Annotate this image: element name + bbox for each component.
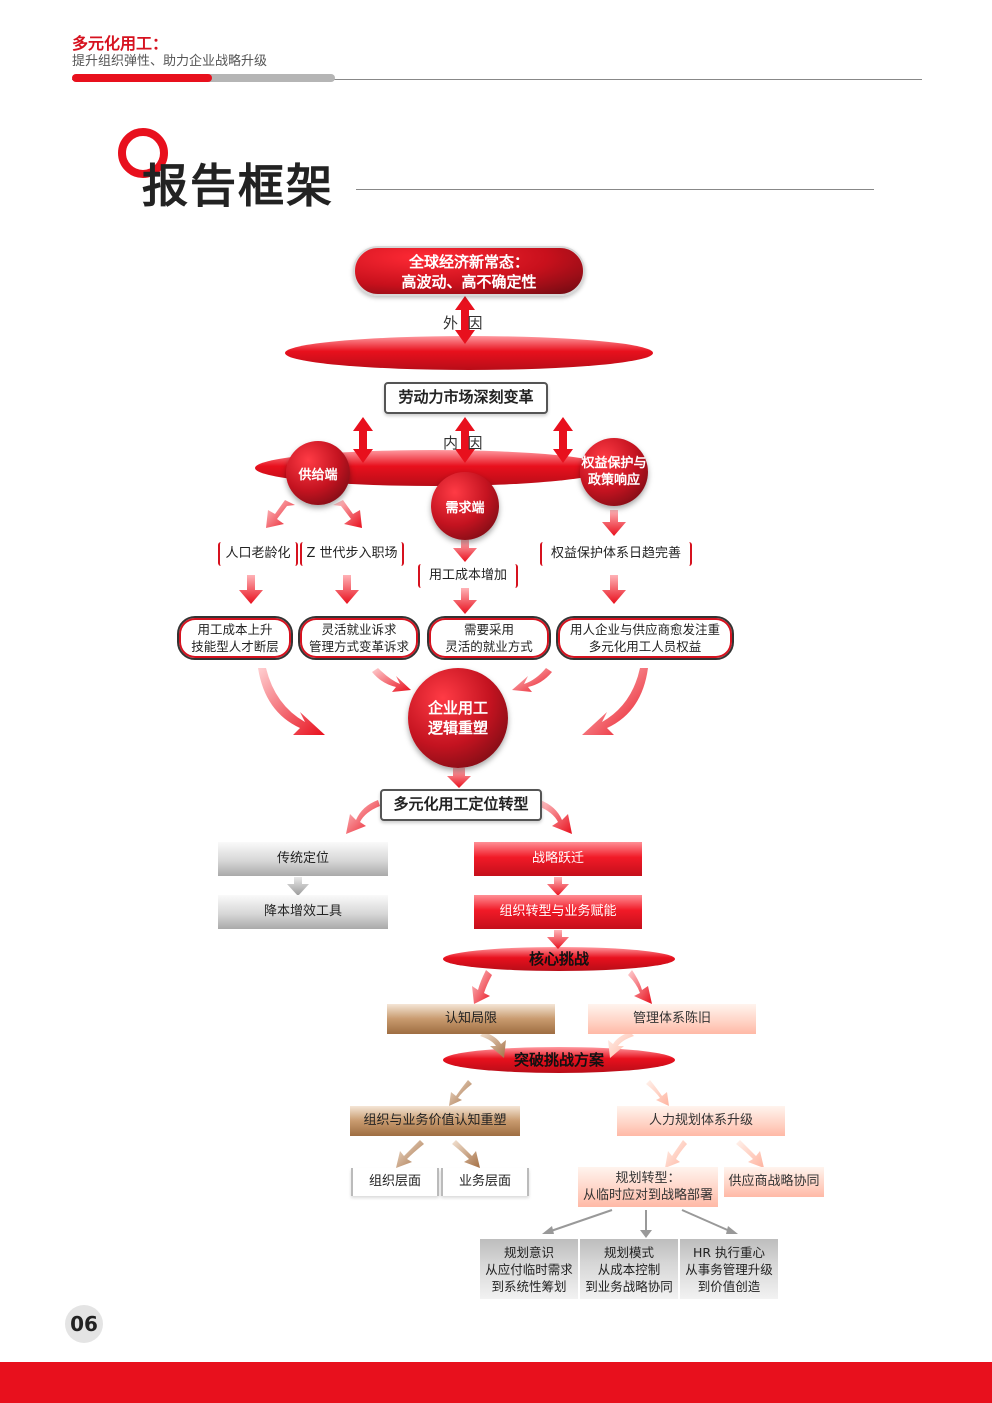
logic-reshape-circle: 企业用工 逻辑重塑 [408, 668, 508, 768]
plan-mode-line-3: 到业务战略协同 [585, 1278, 673, 1294]
hr-focus-line-2: 从事务管理升级 [685, 1261, 773, 1277]
positioning-box: 多元化用工定位转型 [380, 789, 542, 821]
outdated-system-box: 管理体系陈旧 [588, 1004, 756, 1034]
external-factor-label: 外 因 [443, 314, 483, 332]
plan-awareness-box: 规划意识 从应付临时需求 到系统性筹划 [480, 1239, 578, 1299]
supply-side-circle: 供给端 [286, 441, 350, 505]
solution-band [443, 1047, 675, 1073]
rights-policy-line-2: 政策响应 [587, 473, 640, 488]
plan-transform-line-1: 规划转型： [615, 1171, 681, 1186]
internal-factor-label: 内 因 [443, 434, 483, 452]
double-arrow-icon [553, 417, 573, 463]
section-divider [356, 189, 874, 190]
labor-market-box: 劳动力市场深刻变革 [384, 382, 548, 414]
cost-rise-line-2: 技能型人才断层 [191, 639, 279, 654]
double-arrow-icon [455, 296, 475, 344]
logic-reshape-line-1: 企业用工 [427, 699, 488, 717]
pill-line-1: 全球经济新常态： [408, 253, 529, 271]
flexible-demand-line-1: 灵活就业诉求 [321, 622, 397, 637]
rights-policy-line-1: 权益保护与 [581, 456, 647, 471]
cost-rise-oval: 用工成本上升 技能型人才断层 [177, 616, 293, 660]
plan-awareness-line-1: 规划意识 [503, 1244, 554, 1260]
pill-line-2: 高波动、高不确定性 [401, 273, 537, 291]
aging-tag: 人口老龄化 [218, 542, 298, 566]
down-arrow-icon [547, 877, 569, 949]
plan-transform-line-2: 从临时应对到战略部署 [582, 1188, 713, 1203]
biz-level-box: 业务层面 [441, 1168, 529, 1196]
cognitive-limit-box: 认知局限 [387, 1004, 555, 1034]
plan-mode-line-2: 从成本控制 [597, 1261, 661, 1277]
cost-increase-tag: 用工成本增加 [418, 564, 518, 588]
double-arrow-icon [455, 417, 475, 463]
supply-side-label: 供给端 [298, 467, 338, 483]
header-gray-bar [205, 74, 335, 82]
supplier-sync-box: 供应商战略协同 [724, 1167, 824, 1197]
header-red-bar [72, 74, 212, 82]
plan-mode-line-1: 规划模式 [603, 1244, 654, 1260]
plan-mode-box: 规划模式 从成本控制 到业务战略协同 [580, 1239, 678, 1299]
page-number: 06 [65, 1305, 103, 1343]
plan-awareness-line-3: 到系统性筹划 [491, 1278, 567, 1294]
down-arrow-icon [287, 877, 309, 896]
hr-focus-box: HR 执行重心 从事务管理升级 到价值创造 [680, 1239, 778, 1299]
down-arrow-icon [266, 500, 362, 528]
rights-system-tag: 权益保护体系日趋完善 [540, 542, 692, 566]
curved-arrow-icon [449, 1080, 669, 1106]
plan-awareness-line-2: 从应付临时需求 [485, 1261, 573, 1277]
curved-arrow-icon [480, 1032, 634, 1058]
adopt-flexible-line-1: 需要采用 [463, 622, 514, 637]
rights-focus-line-2: 多元化用工人员权益 [588, 639, 702, 654]
double-arrow-icon [353, 417, 373, 463]
down-arrow-icon [602, 510, 626, 536]
rights-focus-oval: 用人企业与供应商愈发注重 多元化用工人员权益 [556, 616, 734, 660]
curved-arrow-icon [472, 970, 652, 1004]
curved-arrow-icon [258, 668, 648, 735]
rights-focus-line-1: 用人企业与供应商愈发注重 [569, 622, 720, 637]
header-subtitle: 提升组织弹性、助力企业战略升级 [72, 54, 268, 69]
adopt-flexible-line-2: 灵活的就业方式 [445, 639, 533, 654]
org-level-box: 组织层面 [351, 1168, 439, 1196]
org-transform-box: 组织转型与业务赋能 [474, 895, 642, 929]
cost-tool-box: 降本增效工具 [218, 895, 388, 929]
rights-policy-circle: 权益保护与 政策响应 [580, 438, 648, 506]
down-arrow-icon [447, 768, 471, 788]
footer-bar [0, 1362, 992, 1403]
plan-transform-box: 规划转型： 从临时应对到战略部署 [578, 1167, 718, 1207]
value-reshape-box: 组织与业务价值认知重塑 [350, 1106, 520, 1136]
genz-tag: Z 世代步入职场 [300, 542, 404, 566]
core-challenge-label: 核心挑战 [528, 950, 589, 968]
hr-upgrade-box: 人力规划体系升级 [617, 1106, 785, 1136]
curved-arrow-icon [396, 1140, 480, 1168]
traditional-position-box: 传统定位 [218, 842, 388, 876]
adopt-flexible-oval: 需要采用 灵活的就业方式 [427, 616, 551, 660]
ring-icon [118, 128, 168, 178]
global-economy-pill: 全球经济新常态： 高波动、高不确定性 [353, 246, 585, 296]
curved-arrow-icon [346, 800, 572, 834]
solution-label: 突破挑战方案 [513, 1051, 604, 1069]
flexible-demand-line-2: 管理方式变革诉求 [308, 639, 409, 654]
external-ellipse-band [285, 336, 653, 370]
curved-arrow-icon [665, 1140, 764, 1168]
down-arrow-icon [542, 1209, 738, 1238]
header-title: 多元化用工： [72, 34, 169, 53]
strategic-leap-box: 战略跃迁 [474, 842, 642, 876]
down-arrow-icon [453, 540, 477, 562]
logic-reshape-line-2: 逻辑重塑 [427, 719, 488, 737]
cost-rise-line-1: 用工成本上升 [197, 622, 273, 637]
down-arrow-icon [239, 575, 626, 614]
hr-focus-line-3: 到价值创造 [697, 1278, 761, 1294]
core-challenge-band [443, 947, 675, 971]
flexible-demand-oval: 灵活就业诉求 管理方式变革诉求 [298, 616, 420, 660]
demand-side-label: 需求端 [445, 500, 485, 516]
section-title: 报告框架 [142, 159, 334, 213]
demand-side-circle: 需求端 [431, 472, 499, 540]
hr-focus-line-1: HR 执行重心 [692, 1244, 766, 1260]
header-divider [72, 79, 922, 80]
